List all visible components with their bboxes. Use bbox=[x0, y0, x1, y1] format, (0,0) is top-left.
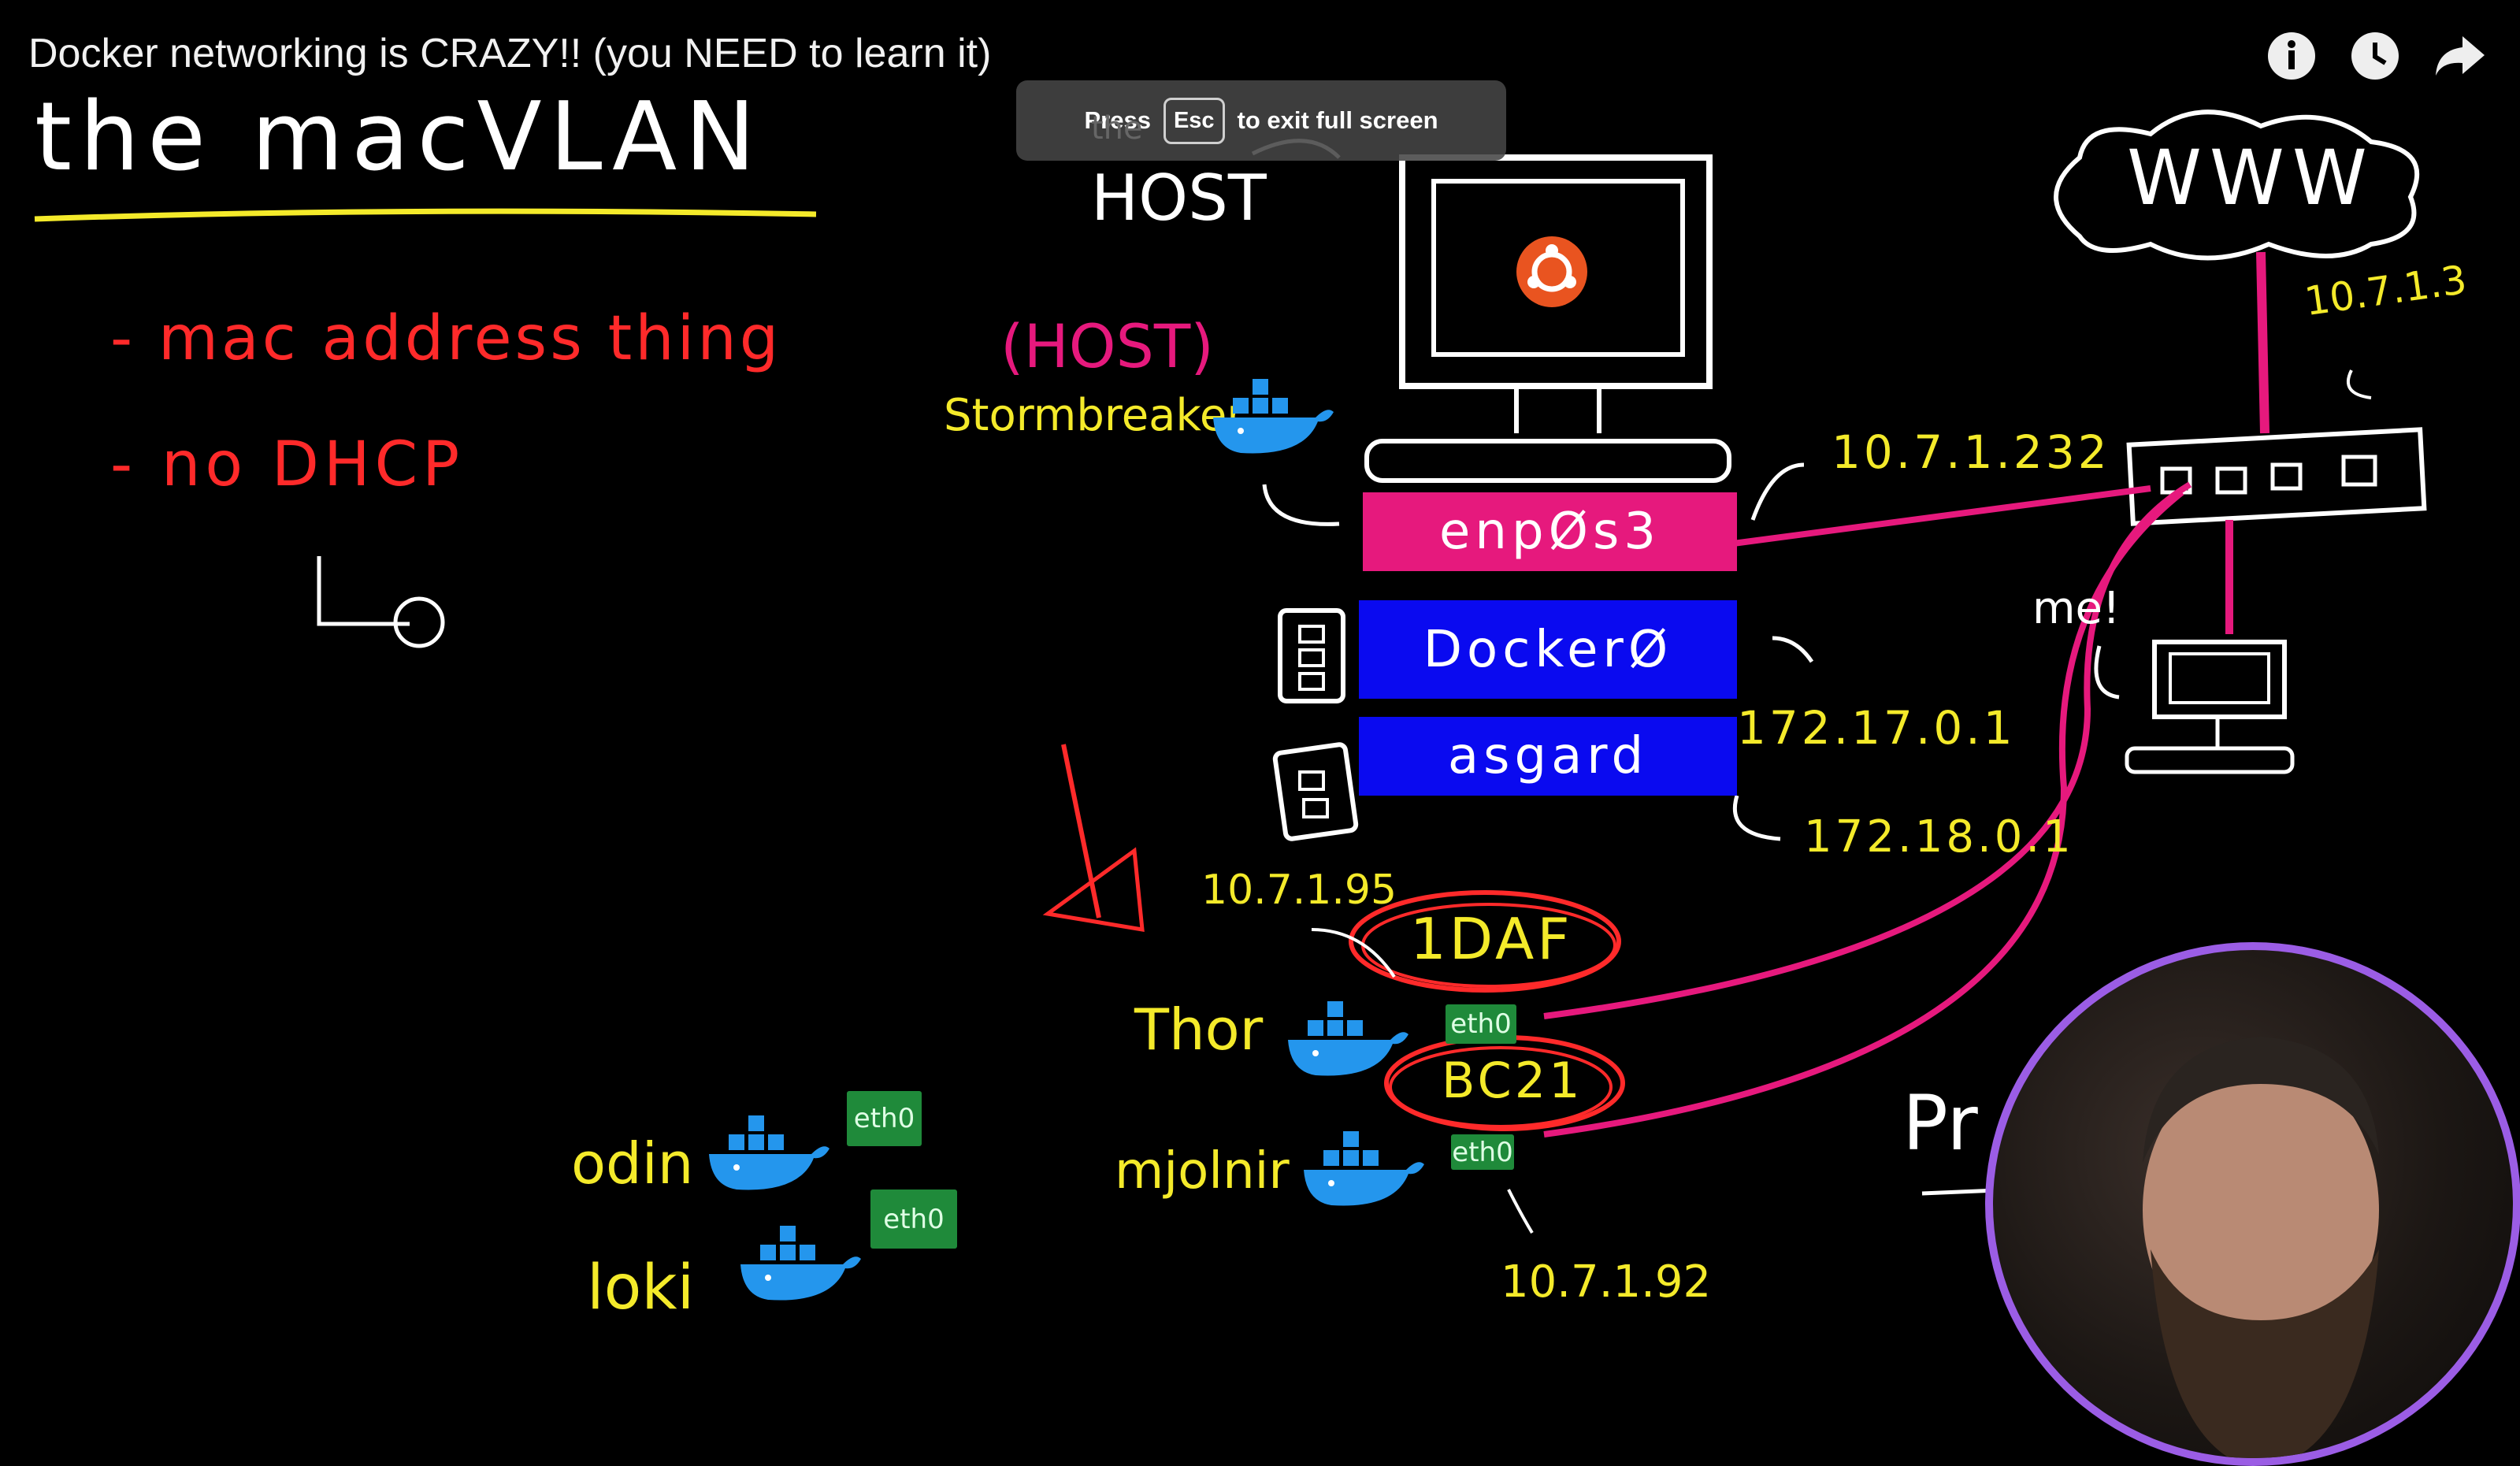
partial-text: Pr bbox=[1902, 1079, 1978, 1167]
interface-docker0-label: DockerØ bbox=[1423, 620, 1673, 679]
interface-asgard-label: asgard bbox=[1447, 727, 1649, 785]
toast-press: Press bbox=[1084, 106, 1151, 134]
ubuntu-logo-icon bbox=[1516, 236, 1587, 307]
video-title: Docker networking is CRAZY!! (you NEED t… bbox=[28, 31, 992, 76]
interface-asgard: asgard bbox=[1359, 717, 1737, 796]
www-cloud bbox=[2054, 109, 2420, 261]
host-strike-label: the bbox=[1091, 110, 1143, 147]
container-name-loki: loki bbox=[587, 1253, 695, 1323]
enp0s3-link bbox=[1732, 485, 2151, 547]
uplink-line bbox=[2256, 251, 2269, 434]
heading-underline bbox=[34, 208, 817, 222]
heading: the macVLAN bbox=[35, 83, 764, 192]
asgard-ip-label: 172.18.0.1 bbox=[1804, 811, 2074, 863]
host-ip-label: 10.7.1.232 bbox=[1832, 425, 2110, 479]
mac-tag-1daf: 1DAF bbox=[1410, 906, 1573, 972]
monitor-screen bbox=[1431, 179, 1685, 357]
mjolnir-eth0-badge: eth0 bbox=[1451, 1134, 1514, 1170]
container-name-odin: odin bbox=[571, 1130, 694, 1197]
red-arrow bbox=[1061, 744, 1101, 919]
switch-box bbox=[2126, 427, 2427, 526]
interface-enp0s3: enpØs3 bbox=[1363, 492, 1737, 571]
presenter-webcam-overlay bbox=[1985, 942, 2520, 1466]
docker0-ip-label: 172.17.0.1 bbox=[1737, 701, 2016, 755]
exit-fullscreen-toast: Press Esc to exit full screen bbox=[1016, 80, 1506, 161]
bullet-no-dhcp: - no DHCP bbox=[110, 429, 465, 500]
interface-enp0s3-label: enpØs3 bbox=[1439, 503, 1661, 561]
me-label: me! bbox=[2032, 583, 2121, 634]
mjolnir-ip-label: 10.7.1.92 bbox=[1501, 1256, 1712, 1308]
mjolnir-link bbox=[1543, 489, 2184, 1138]
bullet-mac-address: - mac address thing bbox=[110, 303, 782, 374]
keyboard bbox=[1364, 439, 1731, 483]
thor-eth0-badge: eth0 bbox=[1446, 1004, 1516, 1044]
toast-message: to exit full screen bbox=[1237, 106, 1438, 134]
docker-whale-icon bbox=[1300, 1126, 1426, 1213]
host-label: HOST bbox=[1091, 161, 1267, 235]
www-label: WWW bbox=[2127, 134, 2375, 222]
mac-circle-1 bbox=[1349, 890, 1621, 993]
dhcp-circle bbox=[393, 596, 445, 648]
outlet-asgard bbox=[1272, 742, 1359, 841]
host-paren-label: (HOST) bbox=[1000, 311, 1214, 381]
pc-keyboard bbox=[2125, 746, 2295, 774]
docker-whale-icon bbox=[705, 1111, 831, 1197]
loki-eth0-badge: eth0 bbox=[870, 1190, 957, 1249]
docker-whale-icon bbox=[1284, 997, 1410, 1083]
monitor-outline bbox=[1399, 154, 1713, 389]
info-icon[interactable] bbox=[2262, 27, 2321, 85]
dhcp-arrow bbox=[317, 556, 410, 626]
watch-later-clock-icon[interactable] bbox=[2346, 27, 2404, 85]
mac-tag-bc21: BC21 bbox=[1442, 1052, 1583, 1109]
container-name-mjolnir: mjolnir bbox=[1115, 1142, 1290, 1201]
docker-whale-icon bbox=[737, 1221, 863, 1308]
stormbreaker-arrow bbox=[1262, 484, 1340, 526]
share-arrow-icon[interactable] bbox=[2431, 27, 2489, 85]
thor-ip-label: 10.7.1.95 bbox=[1201, 867, 1397, 914]
container-name-stormbreaker: Stormbreaker bbox=[944, 390, 1245, 441]
esc-key-badge: Esc bbox=[1163, 97, 1225, 144]
outlet-docker0 bbox=[1278, 608, 1345, 703]
container-name-thor: Thor bbox=[1134, 997, 1264, 1063]
monitor-stand bbox=[1514, 386, 1601, 433]
docker-whale-icon bbox=[1209, 374, 1335, 461]
interface-docker0: DockerØ bbox=[1359, 600, 1737, 699]
odin-eth0-badge: eth0 bbox=[847, 1091, 922, 1146]
